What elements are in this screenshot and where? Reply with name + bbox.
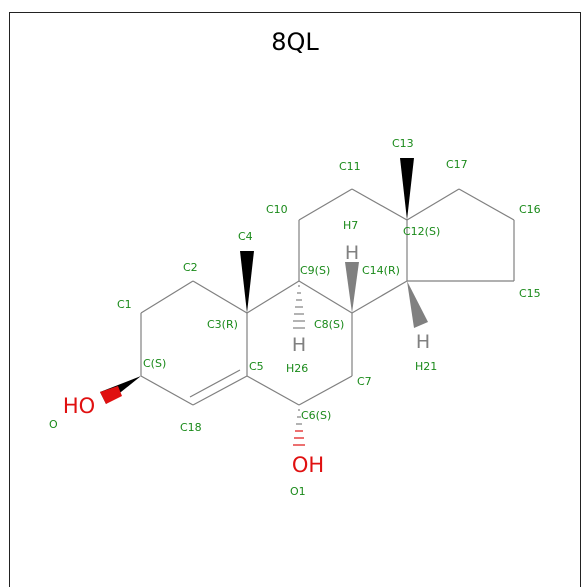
label-c8: C8(S) xyxy=(314,318,344,331)
label-c6: C6(S) xyxy=(301,409,331,422)
diagram-frame xyxy=(9,12,581,587)
wedge-bond-h21 xyxy=(407,281,428,328)
label-h7: H7 xyxy=(343,219,358,232)
label-h26: H26 xyxy=(286,362,308,375)
label-c10: C10 xyxy=(266,203,288,216)
wedge-bond-h7 xyxy=(345,262,359,313)
label-c2: C2 xyxy=(183,261,198,274)
label-c15: C15 xyxy=(519,287,541,300)
label-c16: C16 xyxy=(519,203,541,216)
hashed-bond-h26 xyxy=(293,285,305,329)
label-o: O xyxy=(49,418,58,431)
label-c3: C3(R) xyxy=(207,318,238,331)
label-c1: C1 xyxy=(117,298,132,311)
label-c4: C4 xyxy=(238,230,253,243)
label-c14: C14(R) xyxy=(362,264,400,277)
ring-d-bonds xyxy=(406,188,515,282)
wedge-bond-c4 xyxy=(240,251,254,313)
diagram-title: 8QL xyxy=(271,28,319,56)
label-c11: C11 xyxy=(339,160,361,173)
atom-labels: C1 C2 C3(R) C4 C5 C6(S) C7 C8(S) C9(S) C… xyxy=(49,137,541,498)
label-c5: C5 xyxy=(249,360,264,373)
label-h21: H21 xyxy=(415,360,437,373)
symbol-h-mid: H xyxy=(292,334,306,356)
label-c12: C12(S) xyxy=(403,225,440,238)
symbol-ho: HO xyxy=(63,394,95,418)
label-c13: C13 xyxy=(392,137,414,150)
wedge-bond-c13 xyxy=(400,158,414,220)
label-cs: C(S) xyxy=(143,357,166,370)
wedge-bond-oh-left-red xyxy=(100,386,122,404)
label-c9: C9(S) xyxy=(300,264,330,277)
label-o1: O1 xyxy=(290,485,306,498)
symbol-h-right: H xyxy=(416,331,430,353)
ring-c-bonds xyxy=(298,188,408,314)
symbol-oh: OH xyxy=(292,453,324,477)
hashed-bond-oh xyxy=(293,409,305,446)
ring-a-bonds xyxy=(140,280,248,406)
ring-b-bonds xyxy=(246,280,353,406)
label-c18: C18 xyxy=(180,421,202,434)
label-c17: C17 xyxy=(446,158,468,171)
symbol-h-top: H xyxy=(345,242,359,264)
label-c7: C7 xyxy=(357,375,372,388)
